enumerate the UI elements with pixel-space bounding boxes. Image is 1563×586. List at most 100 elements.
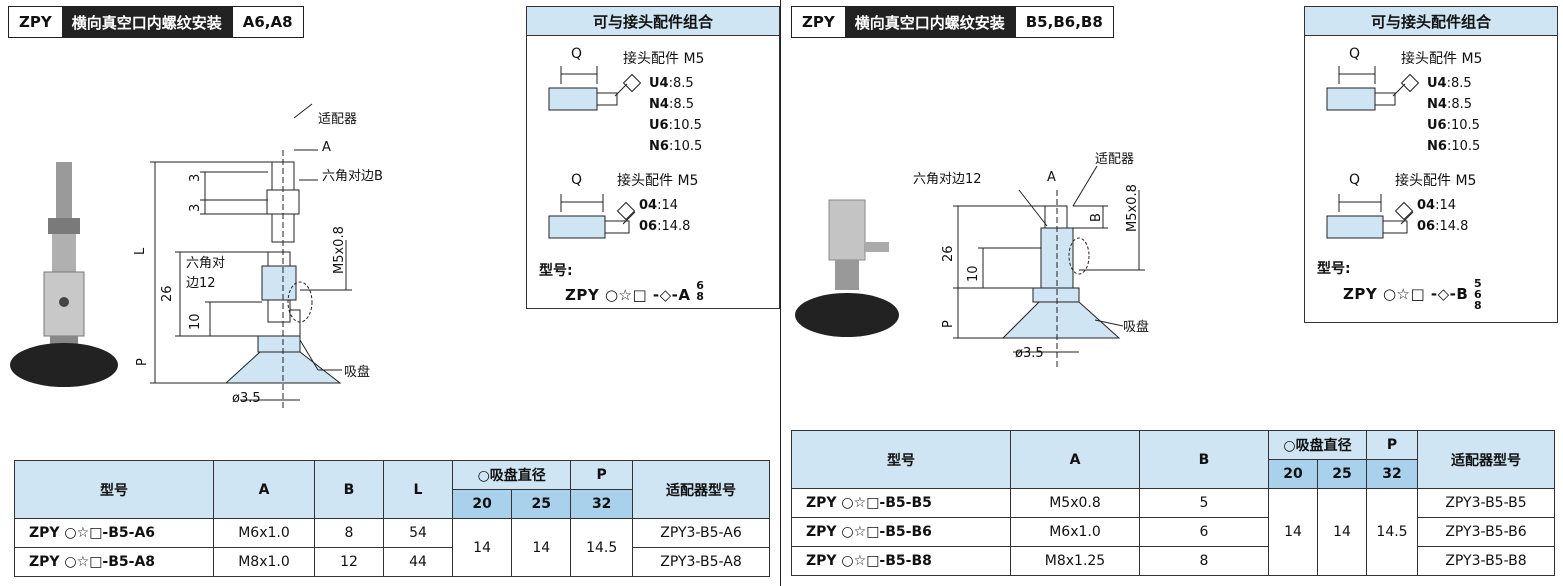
cell-model: ZPY ○☆□-B5-A8: [14, 547, 214, 577]
section-view: [953, 165, 1145, 370]
model-label: 型号:: [539, 263, 573, 279]
title-suffix: B5,B6,B8: [1014, 7, 1113, 37]
fitting-combination-box: 可与接头配件组合: [1304, 6, 1558, 323]
label-three-2: 3: [188, 203, 203, 212]
label-p: P: [135, 358, 150, 366]
model-label: 型号:: [1317, 261, 1351, 277]
th-adapter: 适配器型号: [632, 460, 770, 519]
fitting1-line-1: U4:8.5: [1427, 76, 1472, 91]
cell-adapter: ZPY3-B5-B6: [1417, 517, 1555, 547]
th-p: P: [570, 460, 633, 490]
label-adapter: 适配器: [1095, 152, 1135, 167]
fitting-combination-box: 可与接头配件组合: [526, 6, 780, 309]
label-l: L: [133, 247, 148, 255]
label-three-1: 3: [188, 173, 203, 182]
table-row: ZPY ○☆□-B5-A8 M8x1.0 12 44 ZPY3-B5-A8: [14, 547, 770, 577]
th-a: A: [213, 460, 315, 519]
label-b: B: [1089, 213, 1104, 222]
th-cup-dia: ○吸盘直径: [451, 460, 572, 490]
label-m5: M5x0.8: [1125, 184, 1140, 232]
title-suffix: A6,A8: [231, 7, 303, 37]
cell-b: 8: [314, 518, 384, 548]
cell-p20: 14: [451, 518, 513, 577]
th-cup-dia: ○吸盘直径: [1268, 430, 1367, 460]
cell-p32: 14.5: [1366, 488, 1418, 576]
fitting2-q: Q: [1349, 172, 1361, 188]
cell-b: 5: [1139, 488, 1269, 518]
fitting1-label: 接头配件 M5: [623, 51, 705, 67]
label-26: 26: [160, 285, 175, 302]
cell-adapter: ZPY3-B5-B8: [1417, 546, 1555, 576]
cell-a: M8x1.25: [1010, 546, 1140, 576]
fitting1-line-2: N4:8.5: [649, 97, 694, 112]
th-b: B: [314, 460, 384, 519]
th-d25: 25: [511, 489, 572, 519]
label-26: 26: [941, 245, 956, 262]
fitting1-label: 接头配件 M5: [1401, 51, 1483, 67]
title-name: 横向真空口内螺纹安装: [61, 7, 232, 37]
fitting1-line-4: N6:10.5: [1427, 139, 1481, 154]
th-d32: 32: [1366, 459, 1418, 489]
th-adapter: 适配器型号: [1417, 430, 1555, 489]
label-10: 10: [188, 313, 203, 330]
fitting-drawings: [1326, 66, 1420, 239]
cell-a: M6x1.0: [213, 518, 315, 548]
spec-table: 型号 A B L ○吸盘直径 P 适配器型号 20 25 32 ZPY ○☆□-…: [14, 460, 770, 577]
table-row: ZPY ○☆□-B5-B6 M6x1.0 6 ZPY3-B5-B6: [791, 517, 1555, 547]
cell-p32: 14.5: [570, 518, 633, 577]
cell-p20: 14: [1268, 488, 1318, 576]
product-drawing: [795, 165, 1145, 370]
cell-adapter: ZPY3-B5-A8: [632, 547, 770, 577]
section-title: ZPY 横向真空口内螺纹安装 A6,A8: [8, 6, 304, 38]
section-view: [150, 103, 352, 410]
cell-model: ZPY ○☆□-B5-B5: [791, 488, 1011, 518]
label-adapter: 适配器: [318, 112, 358, 127]
th-d25: 25: [1317, 459, 1367, 489]
label-p: P: [941, 320, 956, 328]
product-photo: [795, 199, 899, 337]
fitting1-q: Q: [571, 46, 583, 62]
label-a: A: [322, 140, 331, 155]
cell-b: 6: [1139, 517, 1269, 547]
combo-header: 可与接头配件组合: [1305, 7, 1557, 36]
product-drawing: [10, 103, 352, 410]
cell-p25: 14: [1317, 488, 1367, 576]
cell-adapter: ZPY3-B5-A6: [632, 518, 770, 548]
cell-b: 8: [1139, 546, 1269, 576]
label-hex12: 六角对边12: [913, 172, 982, 187]
section-title: ZPY 横向真空口内螺纹安装 B5,B6,B8: [791, 6, 1114, 38]
cell-a: M8x1.0: [213, 547, 315, 577]
fitting2-label: 接头配件 M5: [1395, 173, 1477, 189]
label-10: 10: [966, 265, 981, 282]
fitting1-line-4: N6:10.5: [649, 139, 703, 154]
label-hex12-line2: 边12: [186, 276, 216, 291]
cell-model: ZPY ○☆□-B5-B8: [791, 546, 1011, 576]
fitting2-label: 接头配件 M5: [617, 173, 699, 189]
fitting2-line-1: 04:14: [639, 198, 679, 213]
label-dia: ø3.5: [1015, 346, 1044, 361]
panel-a6-a8: ZPY 横向真空口内螺纹安装 A6,A8: [0, 0, 780, 586]
label-hex-b: 六角对边B: [322, 169, 383, 184]
table-row: ZPY ○☆□-B5-B5 M5x0.8 5 14 14 14.5 ZPY3-B…: [791, 488, 1555, 576]
panel-b5-b6-b8: ZPY 横向真空口内螺纹安装 B5,B6,B8: [783, 0, 1563, 586]
th-l: L: [383, 460, 453, 519]
th-b: B: [1139, 430, 1269, 489]
cell-model: ZPY ○☆□-B5-B6: [791, 517, 1011, 547]
title-name: 横向真空口内螺纹安装: [844, 7, 1015, 37]
th-d20: 20: [1268, 459, 1318, 489]
cell-p25: 14: [511, 518, 572, 577]
table-row: ZPY ○☆□-B5-A6 M6x1.0 8 54 14 14 14.5 ZPY…: [14, 518, 770, 577]
th-d20: 20: [451, 489, 513, 519]
fitting1-line-2: N4:8.5: [1427, 97, 1472, 112]
product-photo: [10, 162, 118, 387]
cell-a: M5x0.8: [1010, 488, 1140, 518]
title-code: ZPY: [792, 7, 845, 37]
panel-divider: [780, 0, 781, 586]
label-hex12-line1: 六角对: [186, 256, 226, 271]
fitting2-line-2: 06:14.8: [639, 219, 691, 234]
table-row: ZPY ○☆□-B5-B8 M8x1.25 8 ZPY3-B5-B8: [791, 546, 1555, 576]
